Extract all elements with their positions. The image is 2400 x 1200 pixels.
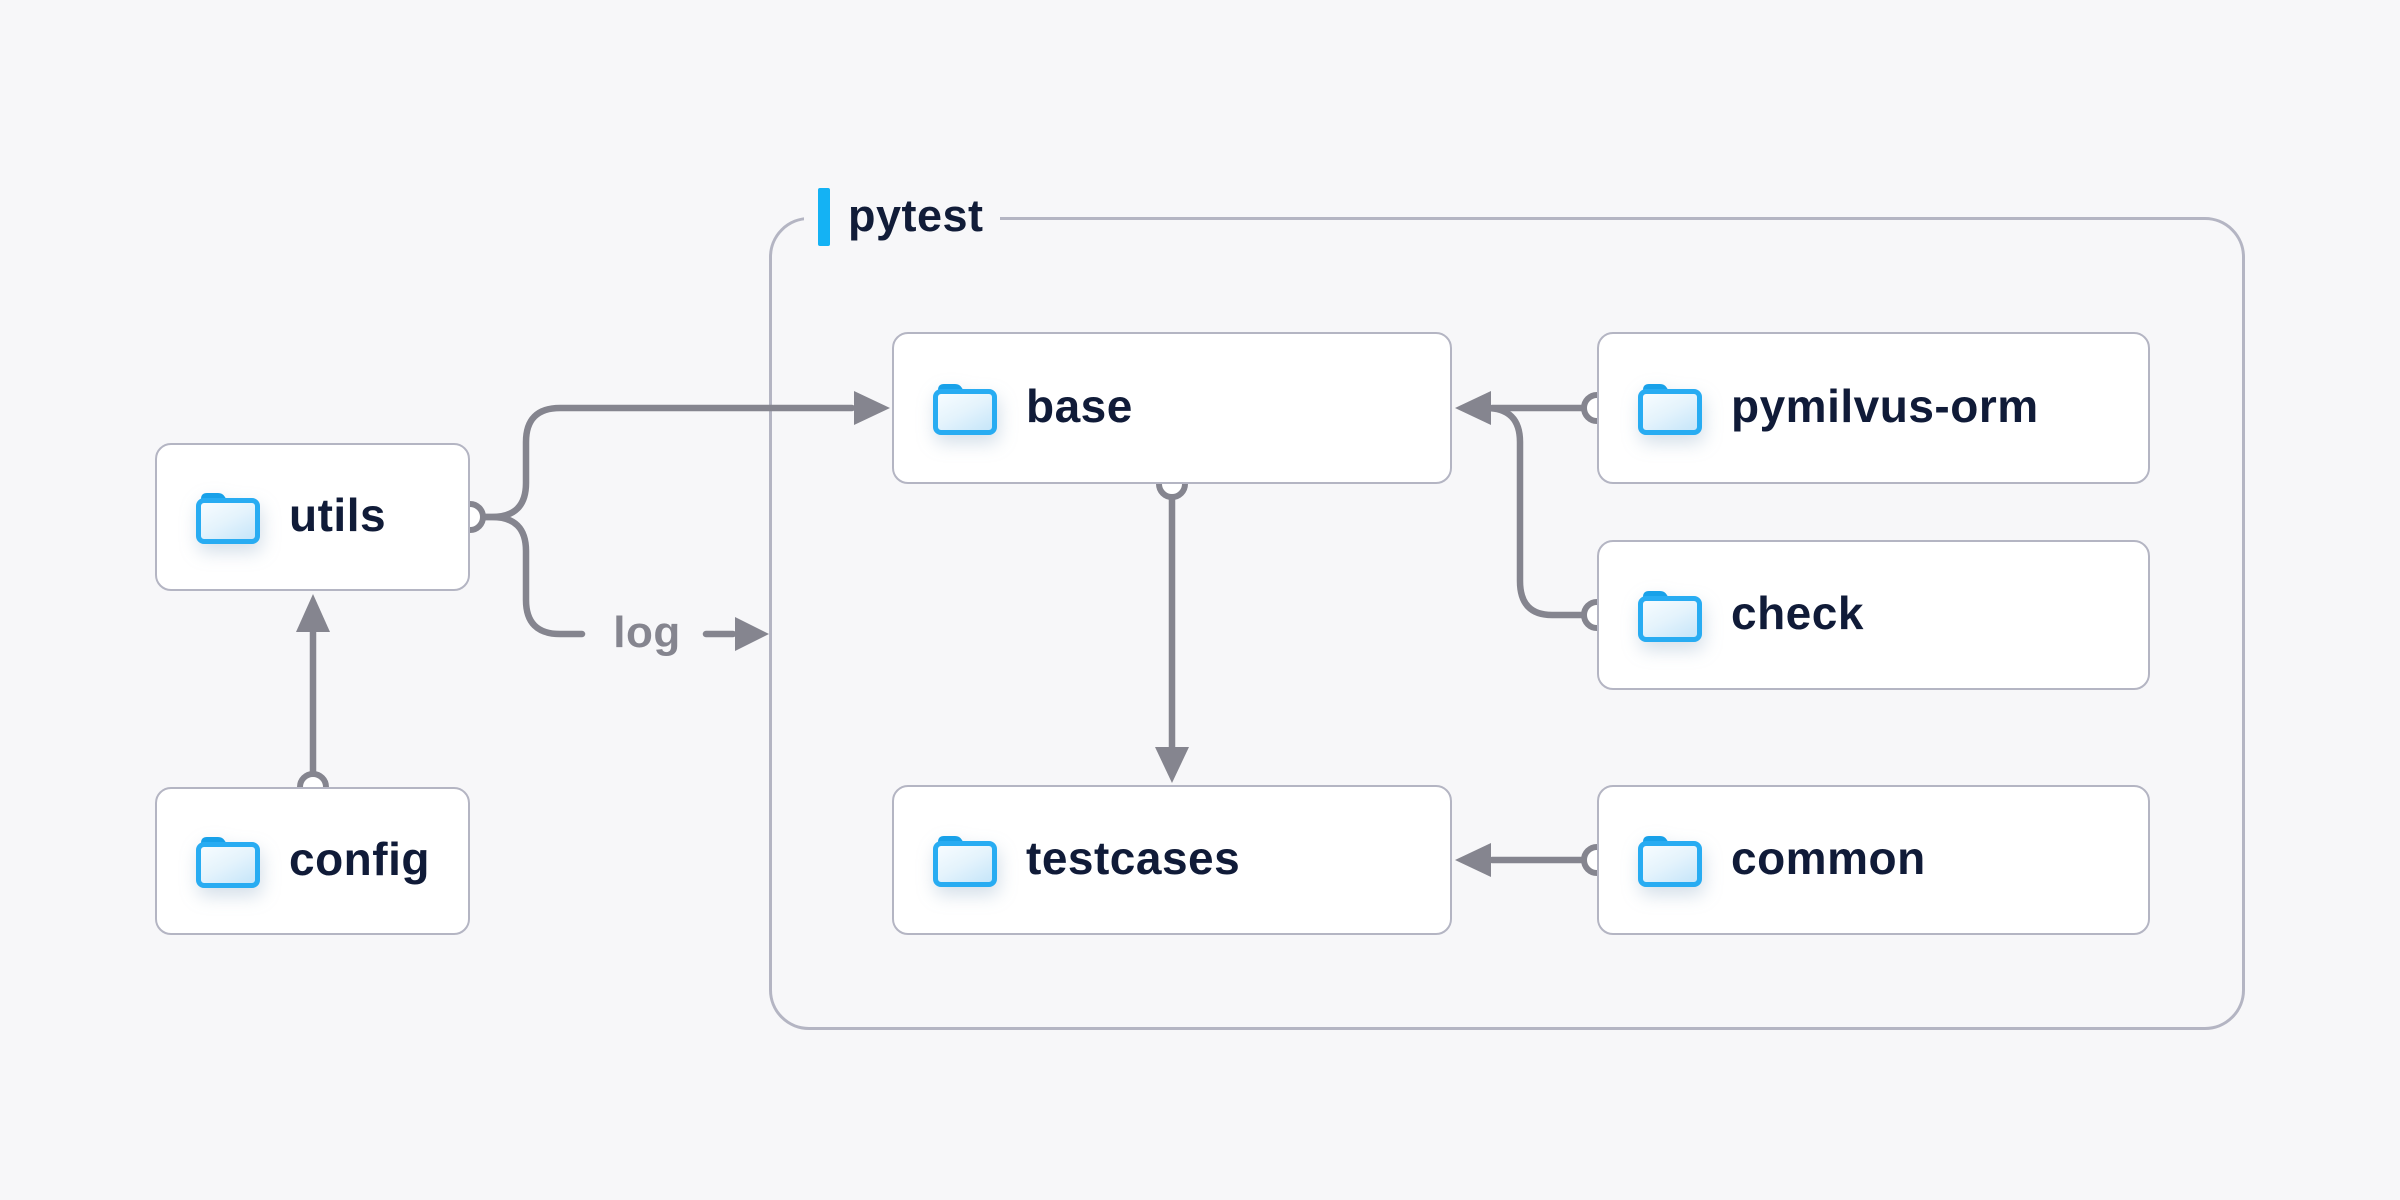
pytest-container-label: pytest (804, 182, 1000, 252)
folder-icon (933, 384, 997, 435)
folder-icon (1638, 384, 1702, 435)
node-check: check (1597, 540, 2150, 690)
node-testcases: testcases (892, 785, 1452, 935)
edge-config-to-utils (296, 594, 330, 803)
node-label-pymilvus-orm: pymilvus-orm (1731, 380, 2039, 432)
node-utils: utils (155, 443, 470, 591)
node-label-base: base (1026, 380, 1133, 432)
folder-icon (1638, 836, 1702, 887)
folder-icon (196, 837, 260, 888)
node-pymilvus-orm: pymilvus-orm (1597, 332, 2150, 484)
node-label-testcases: testcases (1026, 832, 1241, 884)
pytest-container (769, 217, 2245, 1030)
node-label-utils: utils (289, 489, 387, 541)
node-label-check: check (1731, 587, 1864, 639)
folder-icon (196, 493, 260, 544)
node-config: config (155, 787, 470, 935)
node-base: base (892, 332, 1452, 484)
pytest-label-text: pytest (848, 189, 984, 241)
log-edge-label: log (613, 608, 681, 657)
node-common: common (1597, 785, 2150, 935)
accent-bar-icon (818, 188, 830, 246)
folder-icon (1638, 591, 1702, 642)
node-label-config: config (289, 833, 430, 885)
node-label-common: common (1731, 832, 1926, 884)
folder-icon (933, 836, 997, 887)
